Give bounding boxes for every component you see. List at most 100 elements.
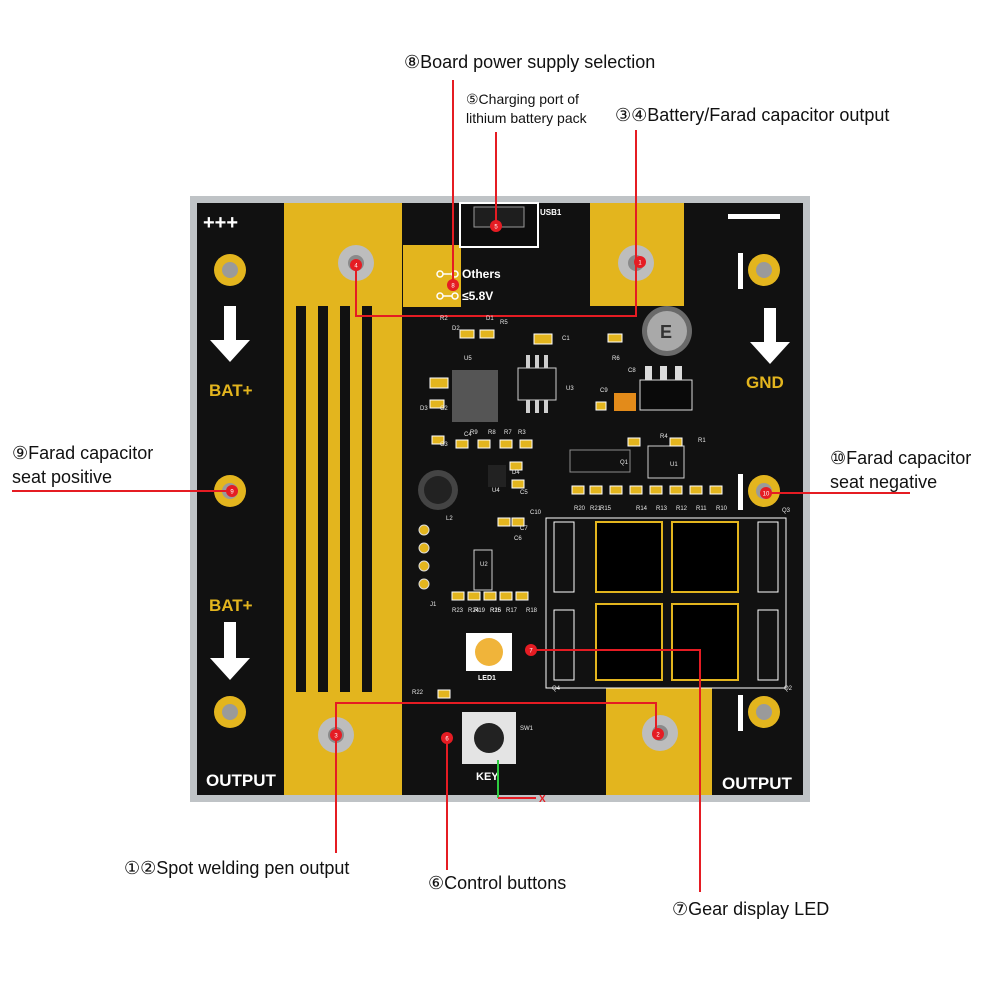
callout-6: ⑥Control buttons [428, 873, 567, 893]
marker-label-6: 6 [445, 737, 449, 743]
ic-chips [418, 355, 693, 591]
component-label: R5 [500, 320, 508, 326]
component-label: Q1 [620, 460, 629, 466]
power-selector: Others ≤5.8V [436, 267, 501, 303]
component-label: R8 [488, 430, 496, 436]
component-label: C3 [440, 442, 448, 448]
callout-10-line2: seat negative [830, 472, 938, 492]
callout-1-2: ①②Spot welding pen output [124, 858, 350, 878]
down-arrow-icon [210, 306, 790, 680]
marker-4 [350, 259, 362, 271]
callout-5-line2: lithium battery pack [466, 110, 587, 126]
others-label: Others [462, 267, 501, 281]
marker-2 [652, 728, 664, 740]
bat-plus-top-label: BAT+ [209, 381, 253, 400]
bat-plus-bottom-label: BAT+ [209, 596, 253, 615]
component-label: C5 [520, 490, 528, 496]
marker-label-2: 2 [656, 733, 660, 739]
component-label: R2 [440, 316, 448, 322]
callout-markers: 1 2 3 4 5 6 7 8 9 10 [226, 220, 772, 744]
copper-slots [296, 306, 372, 692]
marker-8 [447, 279, 459, 291]
component-label: R16 [490, 608, 502, 614]
output-left-label: OUTPUT [206, 771, 277, 790]
gear-led: LED1 [466, 633, 512, 682]
marker-1 [634, 256, 646, 268]
component-label: J1 [430, 602, 437, 608]
led1-label: LED1 [478, 675, 496, 682]
component-label: C1 [562, 336, 570, 342]
callout-7: ⑦Gear display LED [672, 899, 830, 919]
component-label: U5 [464, 356, 472, 362]
key-label: KEY [476, 771, 499, 783]
minus-mark [728, 214, 780, 219]
component-label: R17 [506, 608, 518, 614]
component-label: Q4 [552, 686, 561, 692]
component-label: R18 [526, 608, 538, 614]
marker-9 [226, 485, 238, 497]
component-label: D3 [420, 406, 428, 412]
axis-icon: X [497, 760, 546, 805]
marker-3 [330, 729, 342, 741]
callout-3-4: ③④Battery/Farad capacitor output [615, 105, 890, 125]
marker-label-9: 9 [230, 490, 234, 496]
marker-label-5: 5 [494, 225, 498, 231]
component-label: R4 [660, 434, 668, 440]
component-label: U1 [670, 462, 678, 468]
marker-label-4: 4 [354, 264, 358, 270]
component-label: R20 [574, 506, 586, 512]
component-label: R9 [470, 430, 478, 436]
component-label: D4 [512, 470, 520, 476]
component-label: R24 [468, 608, 480, 614]
marker-label-10: 10 [763, 492, 770, 498]
component-label: R15 [600, 506, 612, 512]
leader-lines [12, 80, 910, 892]
component-label: U2 [480, 562, 488, 568]
component-label: R12 [676, 506, 688, 512]
le58v-label: ≤5.8V [462, 289, 493, 303]
component-label: R10 [716, 506, 728, 512]
component-label: C7 [520, 526, 528, 532]
gnd-label: GND [746, 373, 784, 392]
callout-9-line1: ⑨Farad capacitor [12, 443, 154, 463]
component-label: Q3 [782, 508, 791, 514]
mosfet-array [545, 517, 787, 689]
component-label: Q2 [784, 686, 793, 692]
component-label: R7 [504, 430, 512, 436]
component-label: R21 [590, 506, 602, 512]
marker-7 [525, 644, 537, 656]
component-label: SW1 [520, 726, 534, 732]
marker-label-1: 1 [638, 261, 642, 267]
callout-9-line2: seat positive [12, 467, 113, 487]
component-label: R11 [696, 506, 707, 512]
component-label: C10 [530, 510, 542, 516]
component-label: C9 [600, 388, 608, 394]
callout-8: ⑧Board power supply selection [404, 52, 656, 72]
electrolytic-capacitor: E [642, 306, 692, 356]
component-label: R22 [412, 690, 424, 696]
marker-5 [490, 220, 502, 232]
marker-label-3: 3 [334, 734, 338, 740]
component-label: R14 [636, 506, 648, 512]
header-pins [418, 524, 430, 590]
component-label: R3 [518, 430, 526, 436]
component-label: D1 [486, 316, 494, 322]
component-label: D2 [452, 326, 460, 332]
component-label: R23 [452, 608, 464, 614]
callout-10-line1: ⑩Farad capacitor [830, 448, 972, 468]
component-label: C4 [464, 432, 472, 438]
leader-12a [335, 702, 657, 735]
component-label: R1 [698, 438, 706, 444]
marker-6 [441, 732, 453, 744]
output-right-label: OUTPUT [722, 774, 793, 793]
leader-7 [531, 649, 701, 892]
marker-label-8: 8 [451, 284, 455, 290]
component-label: C8 [628, 368, 636, 374]
component-label: C2 [440, 406, 448, 412]
smd-parts [429, 329, 723, 699]
axis-x-label: X [539, 794, 546, 805]
callout-5-line1: ⑤Charging port of [466, 91, 579, 107]
component-label: C6 [514, 536, 522, 542]
marker-label-7: 7 [529, 649, 533, 655]
